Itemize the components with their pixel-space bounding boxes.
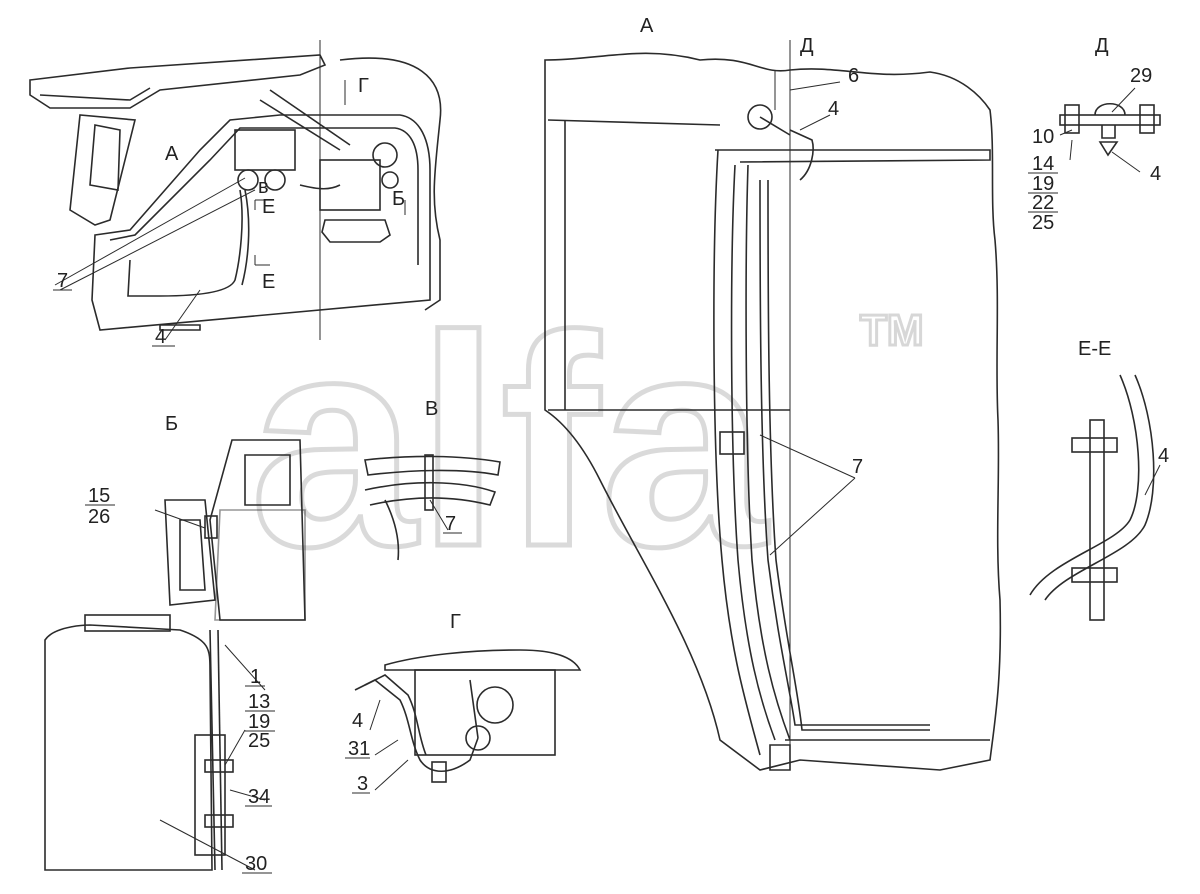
callout-10: 10 (1032, 126, 1054, 148)
view-title-v: В (425, 398, 438, 420)
view-title-g: Г (450, 611, 461, 633)
section-e-e (1029, 374, 1161, 621)
callout-19-d: 19 (1032, 173, 1054, 195)
view-arrow-g: Г (358, 75, 369, 97)
callout-3: 3 (357, 773, 368, 795)
section-g (354, 649, 582, 791)
view-marker-v: в (258, 176, 269, 198)
callout-4-ee: 4 (1158, 445, 1169, 467)
callout-15: 15 (88, 485, 110, 507)
callout-1: 1 (250, 666, 261, 688)
watermark-tm: TM (860, 306, 924, 355)
cut-mark-e-upper: Е (262, 196, 275, 218)
callout-26: 26 (88, 506, 110, 528)
callout-4-main: 4 (828, 98, 839, 120)
callout-13: 13 (248, 691, 270, 713)
section-b (44, 439, 306, 871)
callout-4-d: 4 (1150, 163, 1161, 185)
callout-34: 34 (248, 786, 270, 808)
callout-7-v: 7 (445, 513, 456, 535)
callout-30: 30 (245, 853, 267, 875)
watermark: alfa TM (248, 271, 926, 612)
callout-4-g: 4 (352, 710, 363, 732)
view-title-a: A (640, 15, 654, 37)
watermark-logo: alfa (250, 273, 769, 609)
overview-drawing (29, 40, 442, 341)
view-title-d: Д (1095, 35, 1109, 57)
callout-underlines (53, 172, 1058, 874)
view-arrow-a: А (165, 143, 179, 165)
main-view-a (544, 40, 1002, 771)
view-arrow-b: Б (392, 188, 405, 210)
callout-14: 14 (1032, 153, 1054, 175)
detail-d (1059, 87, 1161, 173)
callout-7-main: 7 (852, 456, 863, 478)
callout-31: 31 (348, 738, 370, 760)
callout-4-overview: 4 (155, 326, 166, 348)
view-title-b: Б (165, 413, 178, 435)
callout-6: 6 (848, 65, 859, 87)
callout-29: 29 (1130, 65, 1152, 87)
view-marker-d: Д (800, 35, 814, 57)
callout-25-b: 25 (248, 730, 270, 752)
view-title-e-e: Е-Е (1078, 338, 1111, 360)
callout-19-b: 19 (248, 711, 270, 733)
section-v (364, 454, 501, 561)
callout-22: 22 (1032, 192, 1054, 214)
callout-25-d: 25 (1032, 212, 1054, 234)
callout-7-overview: 7 (57, 270, 68, 292)
cut-mark-e-lower: Е (262, 271, 275, 293)
